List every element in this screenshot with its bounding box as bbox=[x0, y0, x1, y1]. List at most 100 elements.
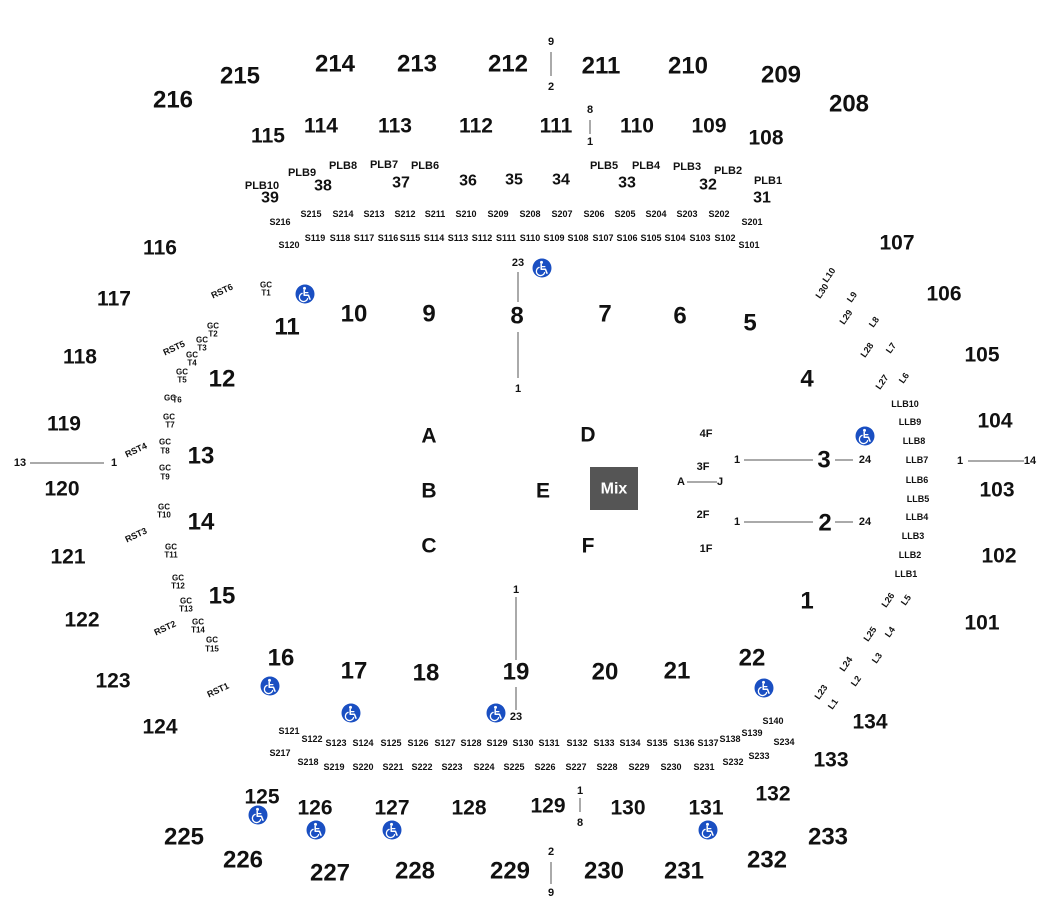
suite-label-S208[interactable]: S208 bbox=[519, 209, 540, 219]
section-label-130[interactable]: 130 bbox=[610, 797, 645, 820]
suite-label-S122[interactable]: S122 bbox=[301, 734, 322, 744]
section-label-214[interactable]: 214 bbox=[315, 51, 356, 78]
plb-box-label-PLB3[interactable]: PLB3 bbox=[673, 161, 701, 173]
suite-label-S226[interactable]: S226 bbox=[534, 762, 555, 772]
rst-label-RST5[interactable]: RST5 bbox=[161, 339, 186, 358]
llb-label-LLB2[interactable]: LLB2 bbox=[899, 550, 922, 560]
suite-label-S206[interactable]: S206 bbox=[583, 209, 604, 219]
section-label-107[interactable]: 107 bbox=[879, 232, 914, 255]
suite-label-S123[interactable]: S123 bbox=[325, 738, 346, 748]
section-label-232[interactable]: 232 bbox=[747, 847, 787, 874]
suite-label-S115[interactable]: S115 bbox=[400, 233, 421, 243]
gc-label-GC[interactable]: GC bbox=[260, 281, 272, 290]
floor-section-label-16[interactable]: 16 bbox=[268, 645, 295, 672]
suite-label-S135[interactable]: S135 bbox=[646, 738, 667, 748]
l-row-label-L4[interactable]: L4 bbox=[883, 625, 897, 639]
section-label-127[interactable]: 127 bbox=[374, 797, 409, 820]
l-row-label-L6[interactable]: L6 bbox=[897, 371, 911, 385]
section-label-208[interactable]: 208 bbox=[829, 91, 869, 118]
suite-label-S204[interactable]: S204 bbox=[645, 209, 666, 219]
section-label-227[interactable]: 227 bbox=[310, 860, 350, 887]
floor-section-label-1[interactable]: 1 bbox=[800, 588, 813, 615]
suite-label-S207[interactable]: S207 bbox=[551, 209, 572, 219]
box-number-label-32[interactable]: 32 bbox=[699, 177, 717, 194]
section-label-229[interactable]: 229 bbox=[490, 858, 530, 885]
suite-label-S216[interactable]: S216 bbox=[269, 217, 290, 227]
section-label-106[interactable]: 106 bbox=[926, 283, 961, 306]
section-label-209[interactable]: 209 bbox=[761, 62, 801, 89]
section-label-128[interactable]: 128 bbox=[451, 797, 486, 820]
llb-label-LLB7[interactable]: LLB7 bbox=[906, 455, 929, 465]
gc-t-label-T6[interactable]: T6 bbox=[172, 396, 182, 405]
section-label-101[interactable]: 101 bbox=[964, 612, 999, 635]
suite-label-S203[interactable]: S203 bbox=[676, 209, 697, 219]
floor-center-section-A[interactable]: A bbox=[421, 425, 436, 448]
suite-label-S126[interactable]: S126 bbox=[407, 738, 428, 748]
suite-label-S215[interactable]: S215 bbox=[300, 209, 321, 219]
suite-label-S214[interactable]: S214 bbox=[332, 209, 353, 219]
llb-label-LLB4[interactable]: LLB4 bbox=[906, 512, 929, 522]
l-row-label-L25[interactable]: L25 bbox=[861, 625, 878, 643]
section-label-231[interactable]: 231 bbox=[664, 858, 704, 885]
l-row-label-L27[interactable]: L27 bbox=[873, 373, 890, 391]
gc-t-label-T13[interactable]: T13 bbox=[179, 605, 193, 614]
l-row-label-L3[interactable]: L3 bbox=[870, 651, 884, 665]
floor-side-section-2F[interactable]: 2F bbox=[697, 509, 710, 521]
plb-box-label-PLB5[interactable]: PLB5 bbox=[590, 160, 618, 172]
section-label-116[interactable]: 116 bbox=[143, 237, 177, 260]
floor-center-section-F[interactable]: F bbox=[582, 535, 595, 558]
suite-label-S110[interactable]: S110 bbox=[520, 233, 541, 243]
floor-section-label-6[interactable]: 6 bbox=[673, 303, 686, 330]
plb-box-label-PLB7[interactable]: PLB7 bbox=[370, 159, 398, 171]
l-row-label-L26[interactable]: L26 bbox=[879, 591, 896, 609]
llb-label-LLB8[interactable]: LLB8 bbox=[903, 436, 926, 446]
gc-t-label-T1[interactable]: T1 bbox=[261, 289, 271, 298]
box-number-label-36[interactable]: 36 bbox=[459, 173, 477, 190]
gc-t-label-T5[interactable]: T5 bbox=[177, 376, 187, 385]
box-number-label-38[interactable]: 38 bbox=[314, 178, 332, 195]
section-label-103[interactable]: 103 bbox=[979, 479, 1014, 502]
gc-t-label-T9[interactable]: T9 bbox=[160, 473, 170, 482]
floor-section-label-21[interactable]: 21 bbox=[664, 658, 691, 685]
suite-label-S221[interactable]: S221 bbox=[382, 762, 403, 772]
llb-label-LLB3[interactable]: LLB3 bbox=[902, 531, 925, 541]
suite-label-S228[interactable]: S228 bbox=[596, 762, 617, 772]
suite-label-S102[interactable]: S102 bbox=[714, 233, 735, 243]
suite-label-S210[interactable]: S210 bbox=[455, 209, 476, 219]
floor-section-label-11[interactable]: 11 bbox=[274, 314, 299, 341]
llb-label-LLB6[interactable]: LLB6 bbox=[906, 475, 929, 485]
suite-label-S231[interactable]: S231 bbox=[693, 762, 714, 772]
l-row-label-L29[interactable]: L29 bbox=[837, 308, 854, 326]
section-label-210[interactable]: 210 bbox=[668, 53, 708, 80]
section-label-108[interactable]: 108 bbox=[748, 127, 783, 150]
suite-label-S209[interactable]: S209 bbox=[487, 209, 508, 219]
gc-t-label-T4[interactable]: T4 bbox=[187, 359, 197, 368]
suite-label-S234[interactable]: S234 bbox=[773, 737, 794, 747]
section-label-113[interactable]: 113 bbox=[378, 115, 412, 138]
suite-label-S108[interactable]: S108 bbox=[567, 233, 588, 243]
section-label-124[interactable]: 124 bbox=[142, 716, 177, 739]
floor-section-label-22[interactable]: 22 bbox=[739, 645, 766, 672]
gc-label-GC[interactable]: GC bbox=[176, 368, 188, 377]
suite-label-S223[interactable]: S223 bbox=[441, 762, 462, 772]
floor-section-label-19[interactable]: 19 bbox=[503, 659, 530, 686]
box-number-label-31[interactable]: 31 bbox=[753, 190, 771, 207]
section-label-125[interactable]: 125 bbox=[244, 786, 279, 809]
rst-label-RST2[interactable]: RST2 bbox=[152, 619, 177, 638]
gc-label-GC[interactable]: GC bbox=[180, 597, 192, 606]
floor-section-label-18[interactable]: 18 bbox=[413, 660, 440, 687]
floor-section-label-4[interactable]: 4 bbox=[800, 366, 814, 393]
gc-label-GC[interactable]: GC bbox=[165, 543, 177, 552]
suite-label-S134[interactable]: S134 bbox=[619, 738, 640, 748]
suite-label-S130[interactable]: S130 bbox=[512, 738, 533, 748]
plb-box-label-PLB1[interactable]: PLB1 bbox=[754, 175, 782, 187]
suite-label-S139[interactable]: S139 bbox=[741, 728, 762, 738]
section-label-126[interactable]: 126 bbox=[297, 797, 332, 820]
suite-label-S121[interactable]: S121 bbox=[278, 726, 299, 736]
gc-t-label-T8[interactable]: T8 bbox=[160, 447, 170, 456]
gc-label-GC[interactable]: GC bbox=[172, 574, 184, 583]
gc-label-GC[interactable]: GC bbox=[207, 322, 219, 331]
section-label-216[interactable]: 216 bbox=[153, 87, 193, 114]
l-row-label-L7[interactable]: L7 bbox=[884, 341, 898, 355]
gc-t-label-T3[interactable]: T3 bbox=[197, 344, 207, 353]
